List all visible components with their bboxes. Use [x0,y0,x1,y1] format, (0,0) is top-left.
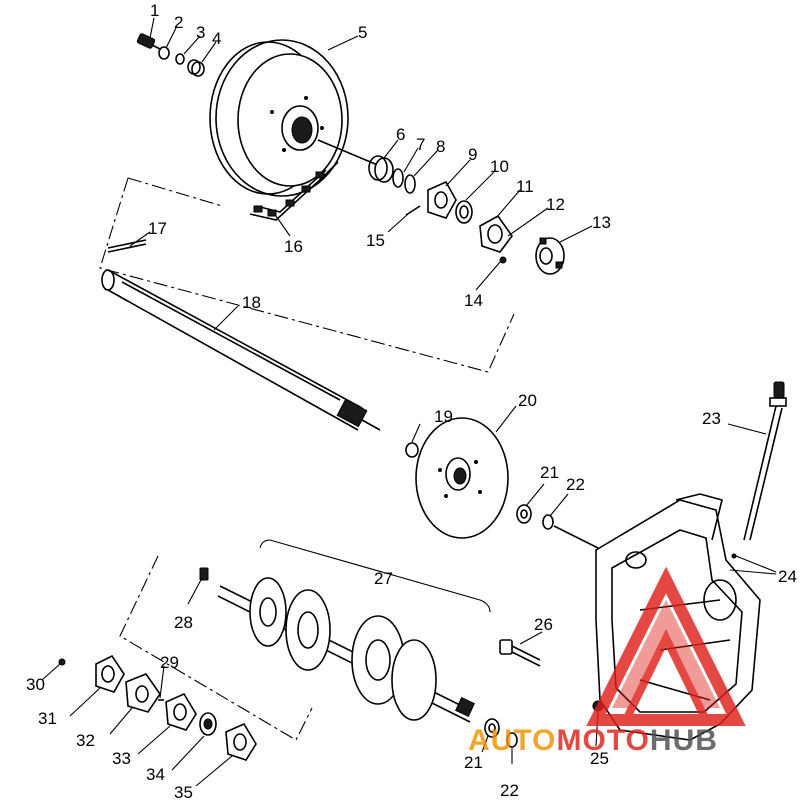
nut-part [58,658,66,666]
callout-label: 3 [196,23,205,42]
drive-axle-part [217,577,475,723]
callout-label: 22 [566,475,585,494]
callout-label: 32 [76,731,95,750]
ring-part [392,168,404,188]
bearing-flange-part [479,214,513,253]
driven-pulley-assembly [136,33,565,275]
group-bracket [119,555,313,741]
callout-label: 13 [592,213,611,232]
callout-label: 9 [468,145,477,164]
bearing-part [484,718,500,738]
callout-label: 22 [500,781,519,800]
callout-label: 16 [284,237,303,256]
callout-label: 20 [518,391,537,410]
callout-label: 23 [702,409,721,428]
callout-label: 21 [464,753,483,772]
callout-label: 30 [26,675,45,694]
automotohub-watermark: AUTOMOTOHUB [468,566,746,757]
callout-label: 4 [212,29,221,48]
callout-label: 31 [38,709,57,728]
dipstick-part [743,381,787,541]
bearing-flange-part [165,692,197,731]
bolt-part [136,33,161,50]
callout-label: 28 [174,613,193,632]
watermark-word-moto: MOTO [556,724,649,757]
o-ring-part [405,442,419,458]
drive-chain-part [249,161,339,221]
washer-part [175,53,185,65]
ring-part [506,732,518,748]
bearing-part [199,712,217,736]
group-bracket [99,177,515,373]
callout-label: 24 [778,567,797,586]
callout-label: 10 [490,157,509,176]
watermark-word-hub: HUB [650,724,718,757]
callout-label: 7 [416,135,425,154]
washer-part [158,46,170,60]
callout-label: 33 [112,749,131,768]
watermark-triangle-logo [586,566,746,726]
callout-label: 18 [242,293,261,312]
callout-label: 12 [546,195,565,214]
key-part [107,239,147,249]
nut-part [499,256,507,264]
callout-label: 19 [434,407,453,426]
brake-disc-part [415,417,509,539]
drive-shaft-assembly [101,239,599,549]
pulley-sheave-part [209,39,349,197]
callout-label: 17 [148,219,167,238]
bearing-part [516,504,532,524]
leader-lines [41,17,777,787]
callout-label: 14 [464,291,483,310]
ring-part [404,174,416,194]
shaft-part [101,269,381,431]
seal-plate-part [125,673,161,713]
watermark-word-auto: AUTO [468,724,556,757]
bearing-flange-part [427,180,457,219]
callout-label: 15 [366,231,385,250]
callout-label: 35 [174,783,193,801]
spacer-part [187,59,205,77]
callout-label: 25 [590,749,609,768]
bolt-part [499,639,541,667]
track-drive-assembly [58,567,518,761]
callout-label: 34 [146,765,165,784]
callout-label: 2 [174,13,183,32]
callout-label: 29 [160,653,179,672]
callout-label: 5 [358,23,367,42]
callout-label: 6 [396,125,405,144]
ring-part [542,514,554,530]
callout-label: 21 [540,463,559,482]
bearing-flange-part [95,654,125,693]
callout-label: 27 [374,569,393,588]
bearing-part [368,155,394,183]
bearing-flange-part [225,722,257,761]
bearing-part [455,200,473,224]
callout-label: 11 [516,177,534,196]
callout-label: 8 [436,137,445,156]
svg-text:AUTOMOTOHUB: AUTOMOTOHUB [468,724,718,757]
sprocket-hub-part [535,237,565,275]
bolt-part [405,205,421,216]
callout-label: 1 [150,1,159,20]
callout-numbers: 1 2 3 4 5 6 7 8 9 10 11 12 13 14 15 16 1… [26,1,797,801]
callout-label: 26 [534,615,553,634]
